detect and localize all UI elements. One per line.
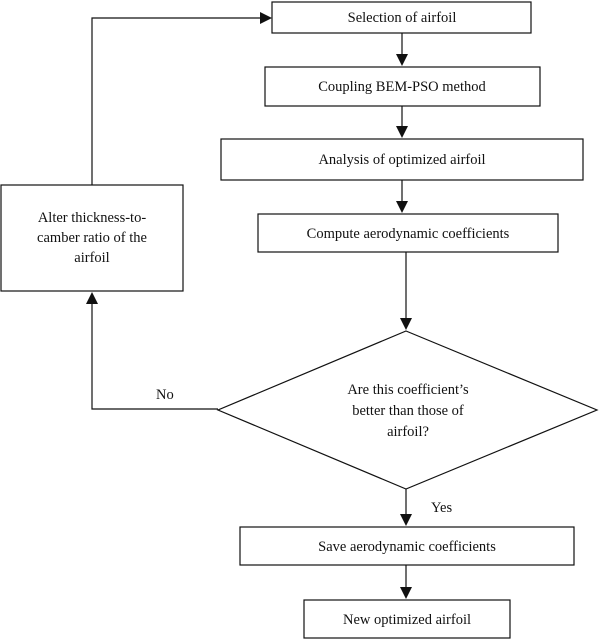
edge-decision-to-alter [86,292,218,410]
node-decision-line-3: airfoil? [387,424,429,440]
edge-decision-to-save [400,489,412,526]
edge-coupling-to-analysis [396,106,408,138]
edge-alter-to-selection [91,12,272,185]
node-save-aerodynamic-coefficients: Save aerodynamic coefficients [239,526,575,566]
node-decision-line-2: better than those of [352,403,464,419]
node-analysis-label: Analysis of optimized airfoil [318,152,485,168]
node-alter-line-1: Alter thickness-to- [38,210,146,226]
node-alter-line-2: camber ratio of the [37,230,147,246]
node-new-optimized-airfoil: New optimized airfoil [303,599,511,639]
node-coupling-bem-pso: Coupling BEM-PSO method [264,66,541,107]
node-decision-line-1: Are this coefficient’s [347,382,469,398]
edge-selection-to-coupling [396,31,408,66]
edge-compute-to-decision [400,252,412,330]
edge-label-yes: Yes [431,500,452,516]
node-alter-thickness-to-camber: Alter thickness-to- camber ratio of the … [0,184,184,292]
edge-label-no: No [156,387,174,403]
node-analysis-of-optimized-airfoil: Analysis of optimized airfoil [220,138,584,181]
node-selection-of-airfoil: Selection of airfoil [271,1,532,34]
node-compute-aerodynamic-coefficients: Compute aerodynamic coefficients [257,213,559,253]
node-coupling-bem-pso-label: Coupling BEM-PSO method [318,79,486,95]
edge-save-to-new [400,565,412,599]
edge-analysis-to-compute [396,180,408,213]
node-save-label: Save aerodynamic coefficients [318,539,496,555]
node-selection-of-airfoil-label: Selection of airfoil [348,10,457,26]
node-new-label: New optimized airfoil [343,612,471,628]
node-compute-label: Compute aerodynamic coefficients [307,226,510,242]
node-alter-line-3: airfoil [74,250,109,266]
node-decision-coefficients-better: Are this coefficient’s better than those… [216,330,599,490]
